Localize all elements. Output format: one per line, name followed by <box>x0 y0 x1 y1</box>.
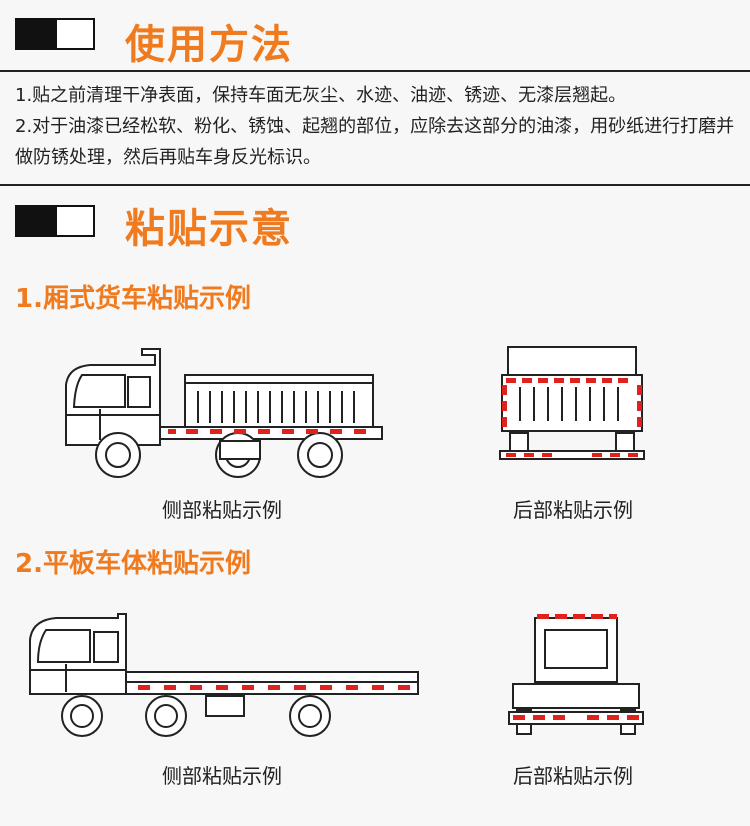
diagram-section-header: 粘贴示意 <box>0 188 750 254</box>
diagram-title: 粘贴示意 <box>125 206 293 252</box>
box-truck-side-illustration <box>65 348 383 478</box>
flatbed-side-illustration <box>29 613 419 737</box>
usage-title: 使用方法 <box>125 22 293 68</box>
box-truck-rear-illustration <box>499 346 645 460</box>
caption-side-box-truck: 侧部粘贴示例 <box>162 498 282 522</box>
header-block-icon <box>15 18 95 50</box>
divider <box>0 70 750 72</box>
usage-line-1: 1.贴之前清理干净表面，保持车面无灰尘、水迹、油迹、锈迹、无漆层翘起。 <box>15 85 627 106</box>
example-heading-flatbed: 2.平板车体粘贴示例 <box>15 549 251 579</box>
divider <box>0 184 750 186</box>
caption-side-flatbed: 侧部粘贴示例 <box>162 764 282 788</box>
caption-rear-box-truck: 后部粘贴示例 <box>513 498 633 522</box>
usage-line-2: 2.对于油漆已经松软、粉化、锈蚀、起翘的部位，应除去这部分的油漆，用砂纸进行打磨… <box>15 116 735 168</box>
caption-rear-flatbed: 后部粘贴示例 <box>513 764 633 788</box>
usage-section-header: 使用方法 <box>0 8 750 74</box>
header-block-icon <box>15 205 95 237</box>
example-heading-box-truck: 1.厢式货车粘贴示例 <box>15 284 251 314</box>
flatbed-rear-illustration <box>508 614 644 735</box>
